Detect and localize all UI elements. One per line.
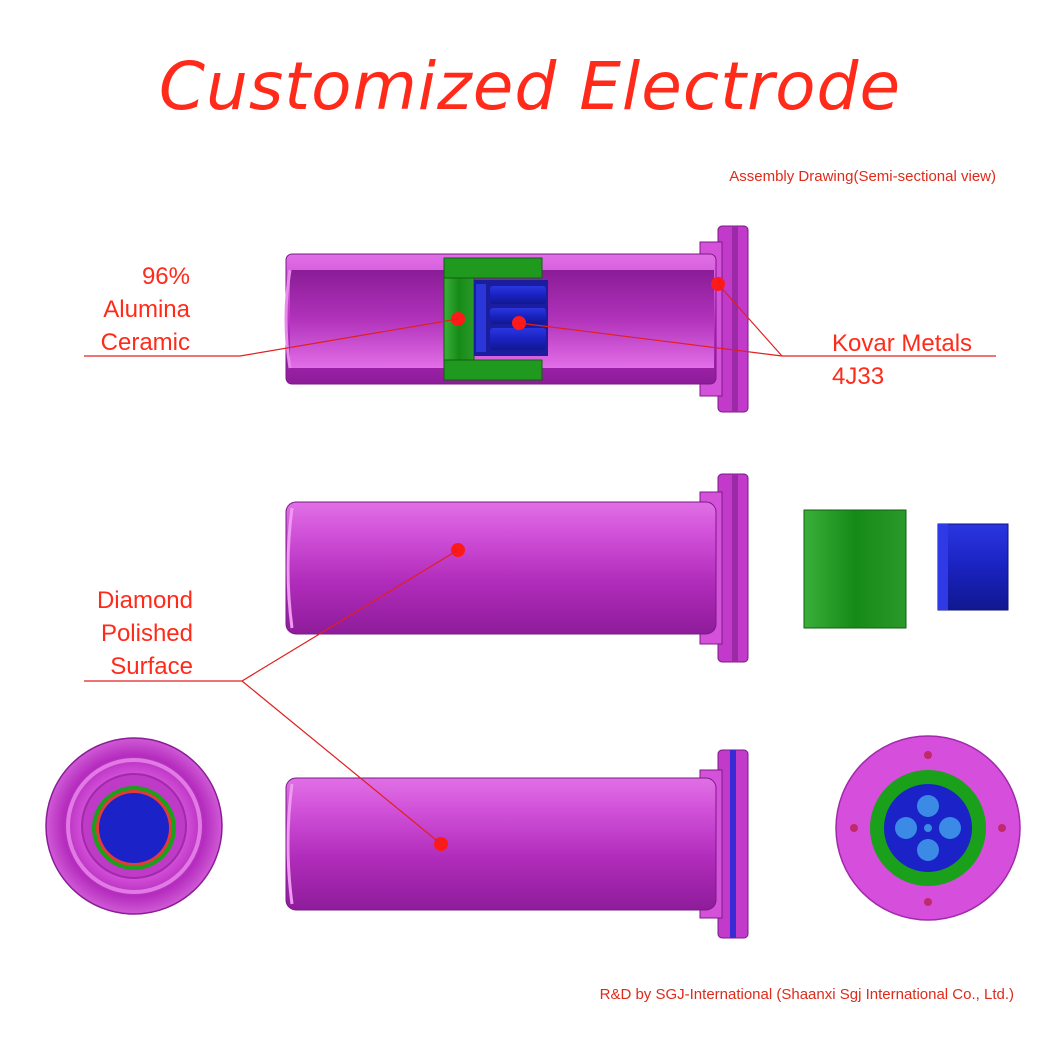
drawing-subtitle: Assembly Drawing(Semi-sectional view)	[729, 168, 996, 185]
alumina-label-line-2: Alumina	[103, 296, 190, 323]
right-end-view	[835, 735, 1021, 921]
kovar-label-line-2: 4J33	[832, 363, 885, 390]
diamond-label-line-1: Diamond	[96, 587, 193, 614]
kovar-label-line-1: Kovar Metals	[832, 330, 973, 357]
diamond-label-line-3: Surface	[110, 653, 193, 680]
semi-sectional-assembly	[284, 225, 749, 413]
alumina-ceramic-label: 96% Alumina Ceramic	[60, 260, 190, 359]
page-title: Customized Electrode	[158, 48, 902, 125]
top-leader-lines	[84, 283, 996, 357]
left-end-view	[45, 737, 223, 915]
alumina-label-line-1: 96%	[141, 263, 190, 290]
kovar-metals-label: Kovar Metals 4J33	[832, 327, 972, 393]
footer-credit: R&D by SGJ-International (Shaanxi Sgj In…	[599, 986, 1014, 1003]
diamond-label-line-2: Polished	[100, 620, 193, 647]
diamond-polished-label: Diamond Polished Surface	[60, 584, 193, 683]
alumina-label-line-3: Ceramic	[100, 329, 190, 356]
diamond-leader-lines	[84, 549, 459, 845]
exploded-ceramic-ring	[803, 509, 907, 629]
bottom-tube	[285, 749, 749, 939]
exploded-kovar-core	[937, 523, 1009, 611]
top-kovar-core	[474, 280, 548, 356]
exploded-tube	[285, 473, 749, 663]
